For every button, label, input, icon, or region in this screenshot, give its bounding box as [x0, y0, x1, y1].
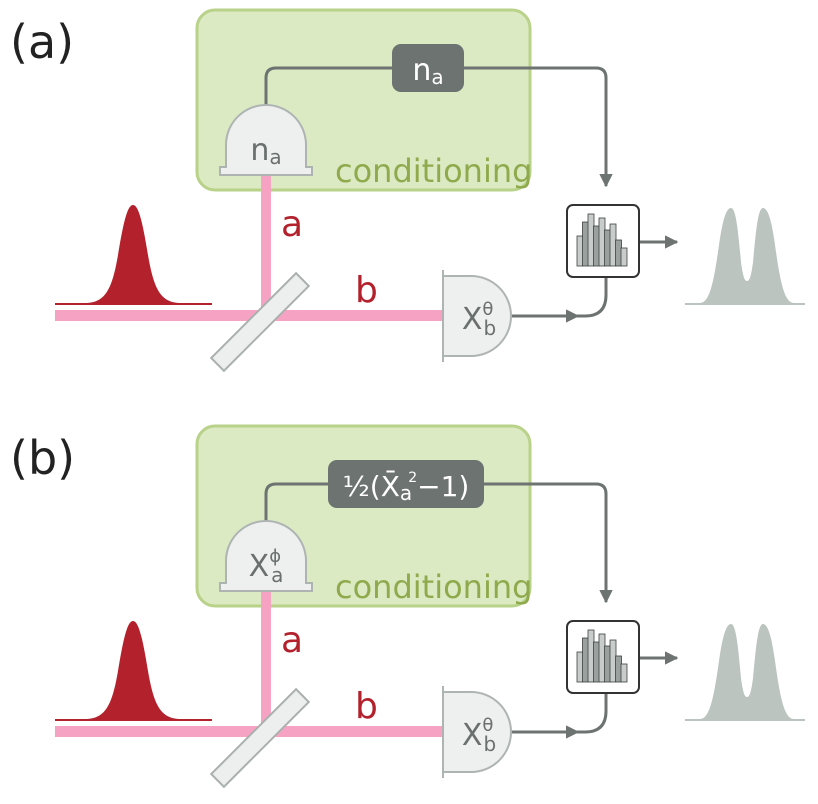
result-box-suffix: −1)	[417, 470, 469, 503]
detector-b	[442, 270, 512, 362]
detector-a-main: n	[250, 133, 269, 168]
detector-b-main: X	[462, 302, 483, 337]
histogram-icon	[566, 620, 640, 694]
detector-b-main: X	[462, 718, 483, 753]
result-box	[392, 44, 464, 92]
detector-a-sup: ϕ	[269, 546, 281, 567]
histogram-bar	[576, 651, 584, 683]
histogram-bar	[615, 655, 622, 683]
panel-label: (a)	[10, 15, 74, 69]
arm-b-label: b	[355, 270, 378, 311]
input-pulse	[55, 205, 212, 305]
histogram-bar	[582, 221, 589, 267]
input-pulse	[55, 621, 212, 721]
result-box-sup: 2	[408, 470, 417, 486]
conditioning-label: conditioning	[335, 152, 532, 190]
result-box	[328, 460, 484, 508]
beam-horizontal	[55, 310, 447, 321]
histogram-bar	[604, 645, 611, 683]
histogram-bar	[615, 239, 622, 267]
wire-detector-b	[512, 276, 608, 318]
detector-a-label: na	[250, 133, 281, 169]
arm-a-label: a	[281, 204, 303, 245]
result-box-sub: a	[431, 65, 443, 89]
panel-label: (b)	[10, 431, 75, 485]
histogram-bar	[593, 225, 600, 267]
histogram-bar	[604, 229, 611, 267]
histogram-bars	[576, 213, 628, 267]
detector-b-sub: b	[483, 316, 496, 340]
beam-horizontal	[55, 726, 447, 737]
wire-detector-b	[512, 692, 608, 734]
histogram-bar	[598, 633, 606, 683]
result-box-text: ½(X̄a2−1)	[343, 469, 470, 505]
result-box-main: X̄	[381, 469, 400, 503]
histogram-bar	[576, 235, 584, 267]
detector-a-sub: a	[269, 145, 281, 169]
output-pulse	[685, 624, 805, 721]
result-box-prefix: ½(	[343, 470, 381, 503]
output-pulse	[685, 208, 805, 305]
histogram-bar	[587, 629, 595, 683]
result-box-main: n	[412, 53, 431, 88]
histogram-icon	[566, 204, 640, 278]
beam-splitter	[209, 687, 311, 789]
histogram-bar	[609, 223, 617, 267]
histogram-bar	[620, 247, 628, 267]
detector-a	[219, 104, 313, 176]
detector-a	[219, 520, 313, 592]
histogram-bar	[609, 639, 617, 683]
beam-vertical-a	[261, 591, 271, 731]
beam-vertical-a	[261, 175, 271, 315]
arm-b-label: b	[355, 686, 378, 727]
arm-a-label: a	[281, 620, 303, 661]
detector-b-sub: b	[483, 732, 496, 756]
detector-b	[442, 686, 512, 778]
detector-b-sup: θ	[482, 299, 493, 320]
detector-a-main: X	[249, 549, 270, 584]
histogram-bar	[582, 637, 589, 683]
detector-b-sup: θ	[482, 715, 493, 736]
histogram-bar	[587, 213, 595, 267]
detector-a-sub: a	[271, 563, 283, 587]
beam-splitter	[209, 271, 311, 373]
histogram-bar	[598, 217, 606, 267]
histogram-bar	[620, 663, 628, 683]
result-box-text: na	[412, 53, 443, 89]
result-box-sub: a	[400, 481, 412, 505]
histogram-bar	[593, 641, 600, 683]
histogram-bars	[576, 629, 628, 683]
conditioning-label: conditioning	[335, 568, 532, 606]
